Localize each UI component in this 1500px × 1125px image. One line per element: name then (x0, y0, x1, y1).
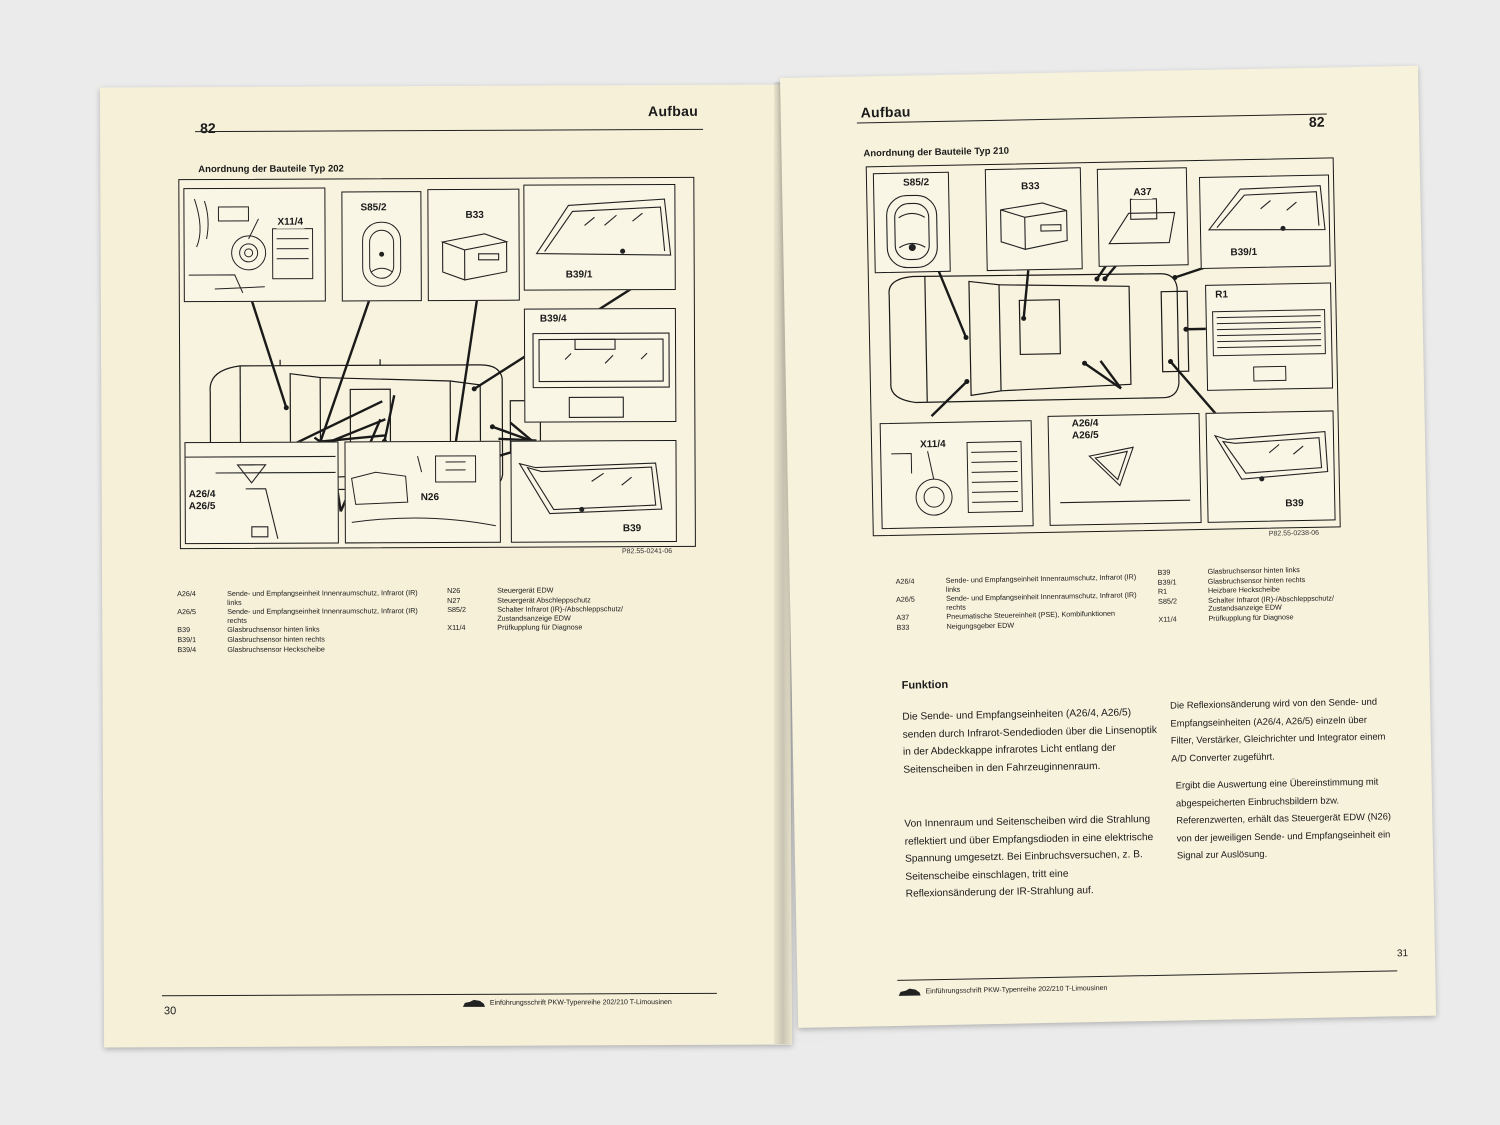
panel-b39: B39 (510, 439, 677, 543)
legend-row: X11/4 Prüfkupplung für Diagnose (447, 623, 677, 634)
footer-rule-right (897, 970, 1398, 981)
legend-code: A26/5 (177, 607, 197, 617)
panel-a37: A37 (1096, 167, 1189, 267)
legend-code: A26/5 (895, 594, 915, 605)
page-number-bottom-right: 31 (1396, 948, 1409, 960)
legend-text: Neigungsgeber EDW (946, 620, 1015, 631)
page-number-top: 82 (200, 120, 216, 137)
label-x11-4-right: X11/4 (918, 438, 947, 452)
legend-code: X11/4 (1158, 614, 1177, 624)
panel-b39-right: B39 (1205, 410, 1336, 523)
label-b39-4: B39/4 (538, 313, 568, 326)
component-diagram-210: S85/2 B33 A37 (865, 157, 1341, 537)
legend-code: A26/4 (895, 576, 915, 586)
label-s85-2-right: S85/2 (901, 177, 931, 190)
panel-s85-2-right: S85/2 (872, 171, 951, 274)
panel-a26-right: A26/4 A26/5 (1047, 413, 1202, 526)
legend-text: Glasbruchsensor Heckscheibe (227, 644, 325, 654)
label-s85-2: S85/2 (359, 202, 388, 215)
panel-n26: N26 (344, 440, 501, 544)
label-a37: A37 (1132, 186, 1153, 200)
legend-text: Prüfkupplung für Diagnose (497, 622, 583, 633)
footer-title-right: Einführungsschrift PKW-Typenreihe 202/21… (925, 984, 1108, 996)
left-page: 82 Aufbau Anordnung der Bauteile Typ 202 (99, 84, 793, 1048)
label-r1: R1 (1214, 289, 1230, 302)
panel-s85-2: S85/2 (341, 191, 422, 302)
figure-code: P82.55-0241-06 (621, 548, 673, 556)
label-a26-5: A26/5 (187, 501, 217, 514)
footer-title: Einführungsschrift PKW-Typenreihe 202/21… (489, 999, 672, 1007)
right-page: Aufbau 82 Anordnung der Bauteile Typ 210 (780, 65, 1437, 1028)
footer-rule (161, 992, 717, 997)
label-b39-1-right: B39/1 (1229, 246, 1259, 260)
component-diagram-202: X11/4 S85/2 (178, 176, 696, 550)
legend-code: B39/4 (177, 644, 197, 654)
panel-b33-right: B33 (984, 167, 1083, 272)
panel-x11-4: X11/4 (183, 187, 326, 303)
figure-code-right: P82.55-0238-06 (1268, 529, 1320, 538)
panel-b39-1-right: B39/1 (1198, 174, 1331, 269)
figure-caption-right: Anordnung der Bauteile Typ 210 (863, 145, 1010, 160)
car-silhouette-icon-right (898, 988, 921, 996)
page-number-bottom: 30 (163, 1005, 177, 1018)
legend-row: A26/5 Sende- und Empfangseinheit Innenrau… (177, 606, 422, 626)
label-n26: N26 (419, 492, 441, 505)
section-heading: Funktion (901, 678, 949, 692)
label-b39-1: B39/1 (564, 269, 594, 282)
label-a26-5-right: A26/5 (1070, 429, 1100, 443)
diagram-lines-right (888, 255, 1239, 422)
legend-text: Schalter Infrarot (IR)-/Abschleppschutz/… (497, 604, 624, 623)
page-number-top-right: 82 (1308, 113, 1325, 130)
paragraph-4: Ergibt die Auswertung eine Übereinstimmu… (1175, 775, 1392, 861)
panel-r1: R1 (1205, 282, 1334, 391)
legend-code: X11/4 (447, 623, 466, 633)
panel-x11-4-right: X11/4 (879, 420, 1034, 530)
panel-b39-4: B39/4 (523, 307, 677, 423)
legend-row: S85/2 Schalter Infrarot (IR)-/Abschleppsc… (447, 604, 677, 624)
panel-b39-1: B39/1 (523, 183, 676, 291)
figure-caption: Anordnung der Bauteile Typ 202 (198, 163, 344, 176)
chapter-title: Aufbau (647, 102, 699, 120)
car-silhouette-icon (462, 999, 485, 1007)
label-b33: B33 (464, 209, 485, 222)
label-b39-right: B39 (1284, 498, 1305, 511)
label-b33-right: B33 (1020, 181, 1041, 194)
label-a26-4-right: A26/4 (1070, 417, 1100, 431)
legend-text: Prüfkupplung für Diagnose (1208, 612, 1294, 623)
legend-code: B33 (896, 622, 910, 632)
label-x11-4: X11/4 (276, 216, 305, 229)
header-rule (195, 128, 704, 133)
header-rule-right (856, 113, 1327, 124)
paragraph-2: Von Innenraum und Seitenscheiben wird di… (904, 814, 1154, 900)
paragraph-1: Die Sende- und Empfangseinheiten (A26/4,… (902, 707, 1158, 776)
legend-code: S85/2 (447, 605, 467, 615)
legend-code: S85/2 (1158, 596, 1177, 606)
label-b39: B39 (621, 523, 643, 536)
legend-text: Sende- und Empfangseinheit Innenraumschu… (227, 606, 418, 625)
label-a26-4: A26/4 (187, 489, 217, 502)
panel-b33: B33 (427, 188, 520, 302)
legend-code: A26/4 (177, 589, 196, 599)
chapter-title-right: Aufbau (860, 103, 911, 121)
legend-row: B39/4 Glasbruchsensor Heckscheibe (177, 644, 422, 656)
legend-text: Sende- und Empfangseinheit Innenraumschu… (227, 588, 418, 607)
paragraph-3: Die Reflexionsänderung wird von den Send… (1170, 695, 1386, 764)
panel-a26: A26/4 A26/5 (184, 441, 339, 545)
